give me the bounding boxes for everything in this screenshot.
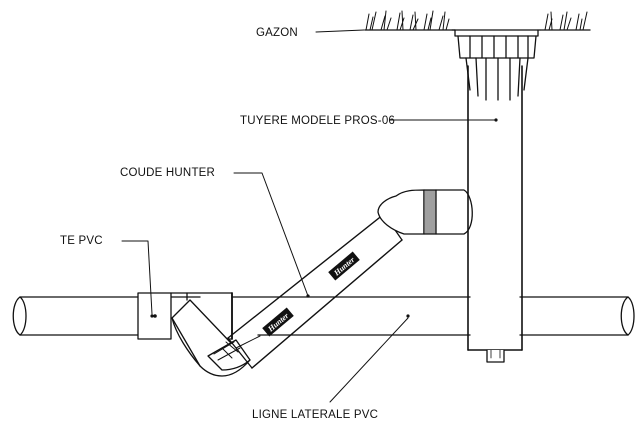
swing-elbow-upper [377,189,473,235]
grass-tufts [365,10,588,31]
lawn-label: GAZON [256,27,298,39]
swing-elbow-lower [171,299,251,377]
hunter-logo-upper: Hunter [328,251,360,281]
tee-label: TE PVC [60,235,103,247]
label-elbow: COUDE HUNTER [120,167,310,298]
sprinkler-cap [451,29,541,101]
sprinkler-body [467,65,523,363]
hunter-swing-pipe [227,213,403,369]
label-nozzle: TUYERE MODELE PROS-06 [240,115,498,127]
hunter-logo-lower: Hunter [262,307,294,337]
label-lawn: GAZON [256,27,365,39]
lateral-pipe [12,296,635,336]
elbow-label: COUDE HUNTER [120,167,215,179]
label-tee: TE PVC [60,235,154,318]
pvc-tee [137,292,233,340]
nozzle-label: TUYERE MODELE PROS-06 [240,115,395,127]
label-lateral: LIGNE LATERALE PVC [252,314,410,421]
lateral-label: LIGNE LATERALE PVC [252,409,378,421]
